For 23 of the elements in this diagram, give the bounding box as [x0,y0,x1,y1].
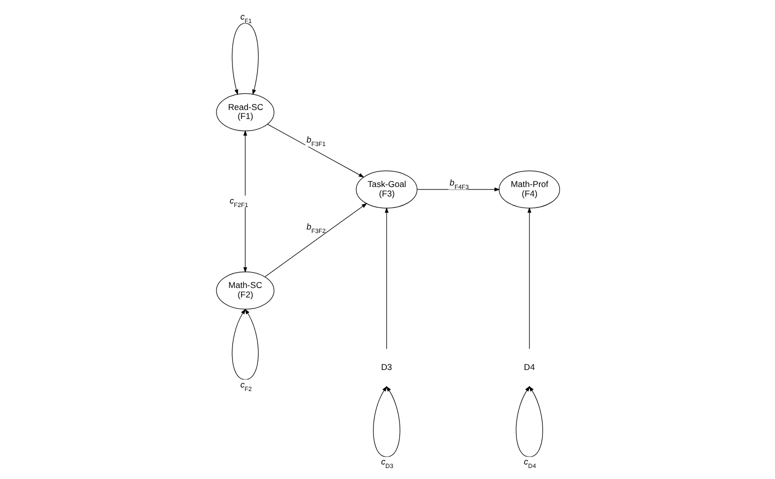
arrow [526,206,531,349]
edge-label: b$_{F4F3}$ [449,177,468,191]
edge-label: c$_{F1}$ [240,10,252,24]
arrow [231,22,258,95]
node-text: D3 [380,361,392,372]
node-ellipse: Math-SC (F2) [216,271,274,310]
node-ellipse: Math-Prof (F4) [498,170,560,208]
node-text: D4 [523,361,534,372]
edge-label: c$_{F2F1}$ [229,194,248,208]
arrow [416,187,500,191]
arrow [515,385,542,457]
arrow [384,206,388,349]
arrow [266,123,364,177]
edge-label: c$_{D3}$ [380,456,393,470]
arrow [372,385,400,457]
arrow [242,130,247,272]
edge-label: c$_{F2}$ [240,378,252,392]
node-ellipse: Read-SC (F1) [216,92,274,131]
edge-label: b$_{F3F2}$ [306,221,326,235]
arrow [231,308,258,380]
arrow [264,202,367,276]
edge-label: c$_{D4}$ [523,456,536,470]
edge-label: b$_{F3F1}$ [306,134,326,148]
